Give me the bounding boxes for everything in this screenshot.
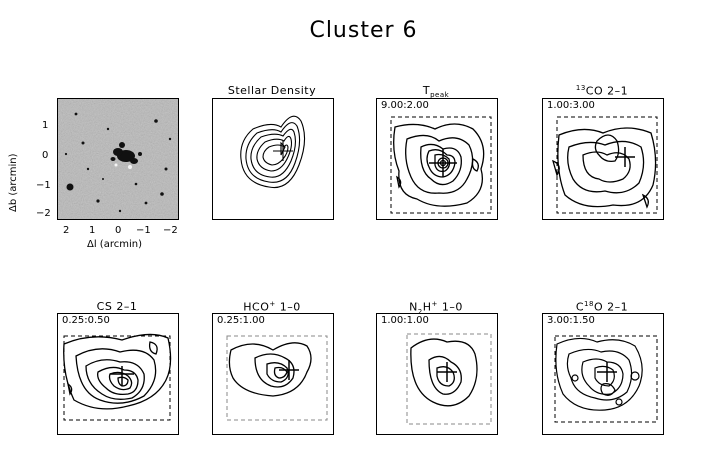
n2h-title-rest: 1–0 [437, 300, 463, 314]
ytick: −1 [36, 180, 51, 191]
hco-title-sup: + [269, 300, 276, 308]
xtick: 0 [115, 225, 122, 236]
ytick: 0 [42, 150, 49, 161]
n2h-title-sub: 2 [417, 307, 423, 316]
c18o-title-rest: O 2–1 [593, 300, 629, 314]
xtick: −2 [163, 225, 178, 236]
panel-stellar-density [212, 98, 334, 220]
figure-title: Cluster 6 [309, 18, 418, 43]
y-axis-label: Δb (arcmin) [8, 153, 19, 212]
hco-title-rest: 1–0 [275, 300, 301, 314]
xtick: 2 [63, 225, 70, 236]
13co-contours [552, 116, 658, 214]
hco-contours [226, 335, 328, 421]
panel-title-c18o: C18O 2–1 [532, 300, 672, 314]
x-axis-label: Δl (arcmin) [87, 239, 142, 250]
contour-levels: 1.00:1.00 [381, 315, 429, 326]
c18o-contours [554, 335, 658, 423]
tpeak-contours [390, 116, 492, 214]
xtick: −1 [136, 225, 151, 236]
contour-levels: 1.00:3.00 [547, 100, 595, 111]
hco-title-main: HCO [243, 300, 270, 314]
panel-title-stellar-density: Stellar Density [227, 84, 317, 97]
n2h-title-main: N [409, 300, 418, 314]
tpeak-title-main: T [422, 84, 431, 97]
panel-title-tpeak: Tpeak [366, 84, 506, 99]
panel-hco: 0.25:1.00 [212, 313, 334, 435]
panel-c18o: 3.00:1.50 [542, 313, 664, 435]
n2h-contours [406, 333, 492, 425]
panel-optical-image [57, 98, 179, 220]
panel-n2h: 1.00:1.00 [376, 313, 498, 435]
panel-title-cs: CS 2–1 [96, 300, 138, 313]
xtick: 1 [89, 225, 96, 236]
n2h-title-mid: H [422, 300, 432, 314]
ytick: 1 [42, 120, 49, 131]
panel-title-13co: 13CO 2–1 [532, 84, 672, 98]
panel-13co: 1.00:3.00 [542, 98, 664, 220]
contour-levels: 0.25:0.50 [62, 315, 110, 326]
c18o-title-sup: 18 [584, 300, 594, 308]
contour-levels: 9.00:2.00 [381, 100, 429, 111]
13co-title-sup: 13 [575, 84, 586, 92]
panel-tpeak: 9.00:2.00 [376, 98, 498, 220]
optical-image [58, 99, 178, 219]
tpeak-title-sub: peak [430, 91, 450, 100]
stellar-density-contours [240, 115, 306, 189]
panel-cs: 0.25:0.50 [57, 313, 179, 435]
cs-contours [63, 333, 172, 421]
panel-title-hco: HCO+ 1–0 [202, 300, 342, 314]
n2h-title-sup: + [431, 300, 438, 308]
13co-title-main: CO 2–1 [585, 84, 629, 98]
contour-levels: 0.25:1.00 [217, 315, 265, 326]
panel-title-n2h: N2H+ 1–0 [366, 300, 506, 316]
ytick: −2 [36, 208, 51, 219]
contour-levels: 3.00:1.50 [547, 315, 595, 326]
c18o-title-main: C [575, 300, 585, 314]
